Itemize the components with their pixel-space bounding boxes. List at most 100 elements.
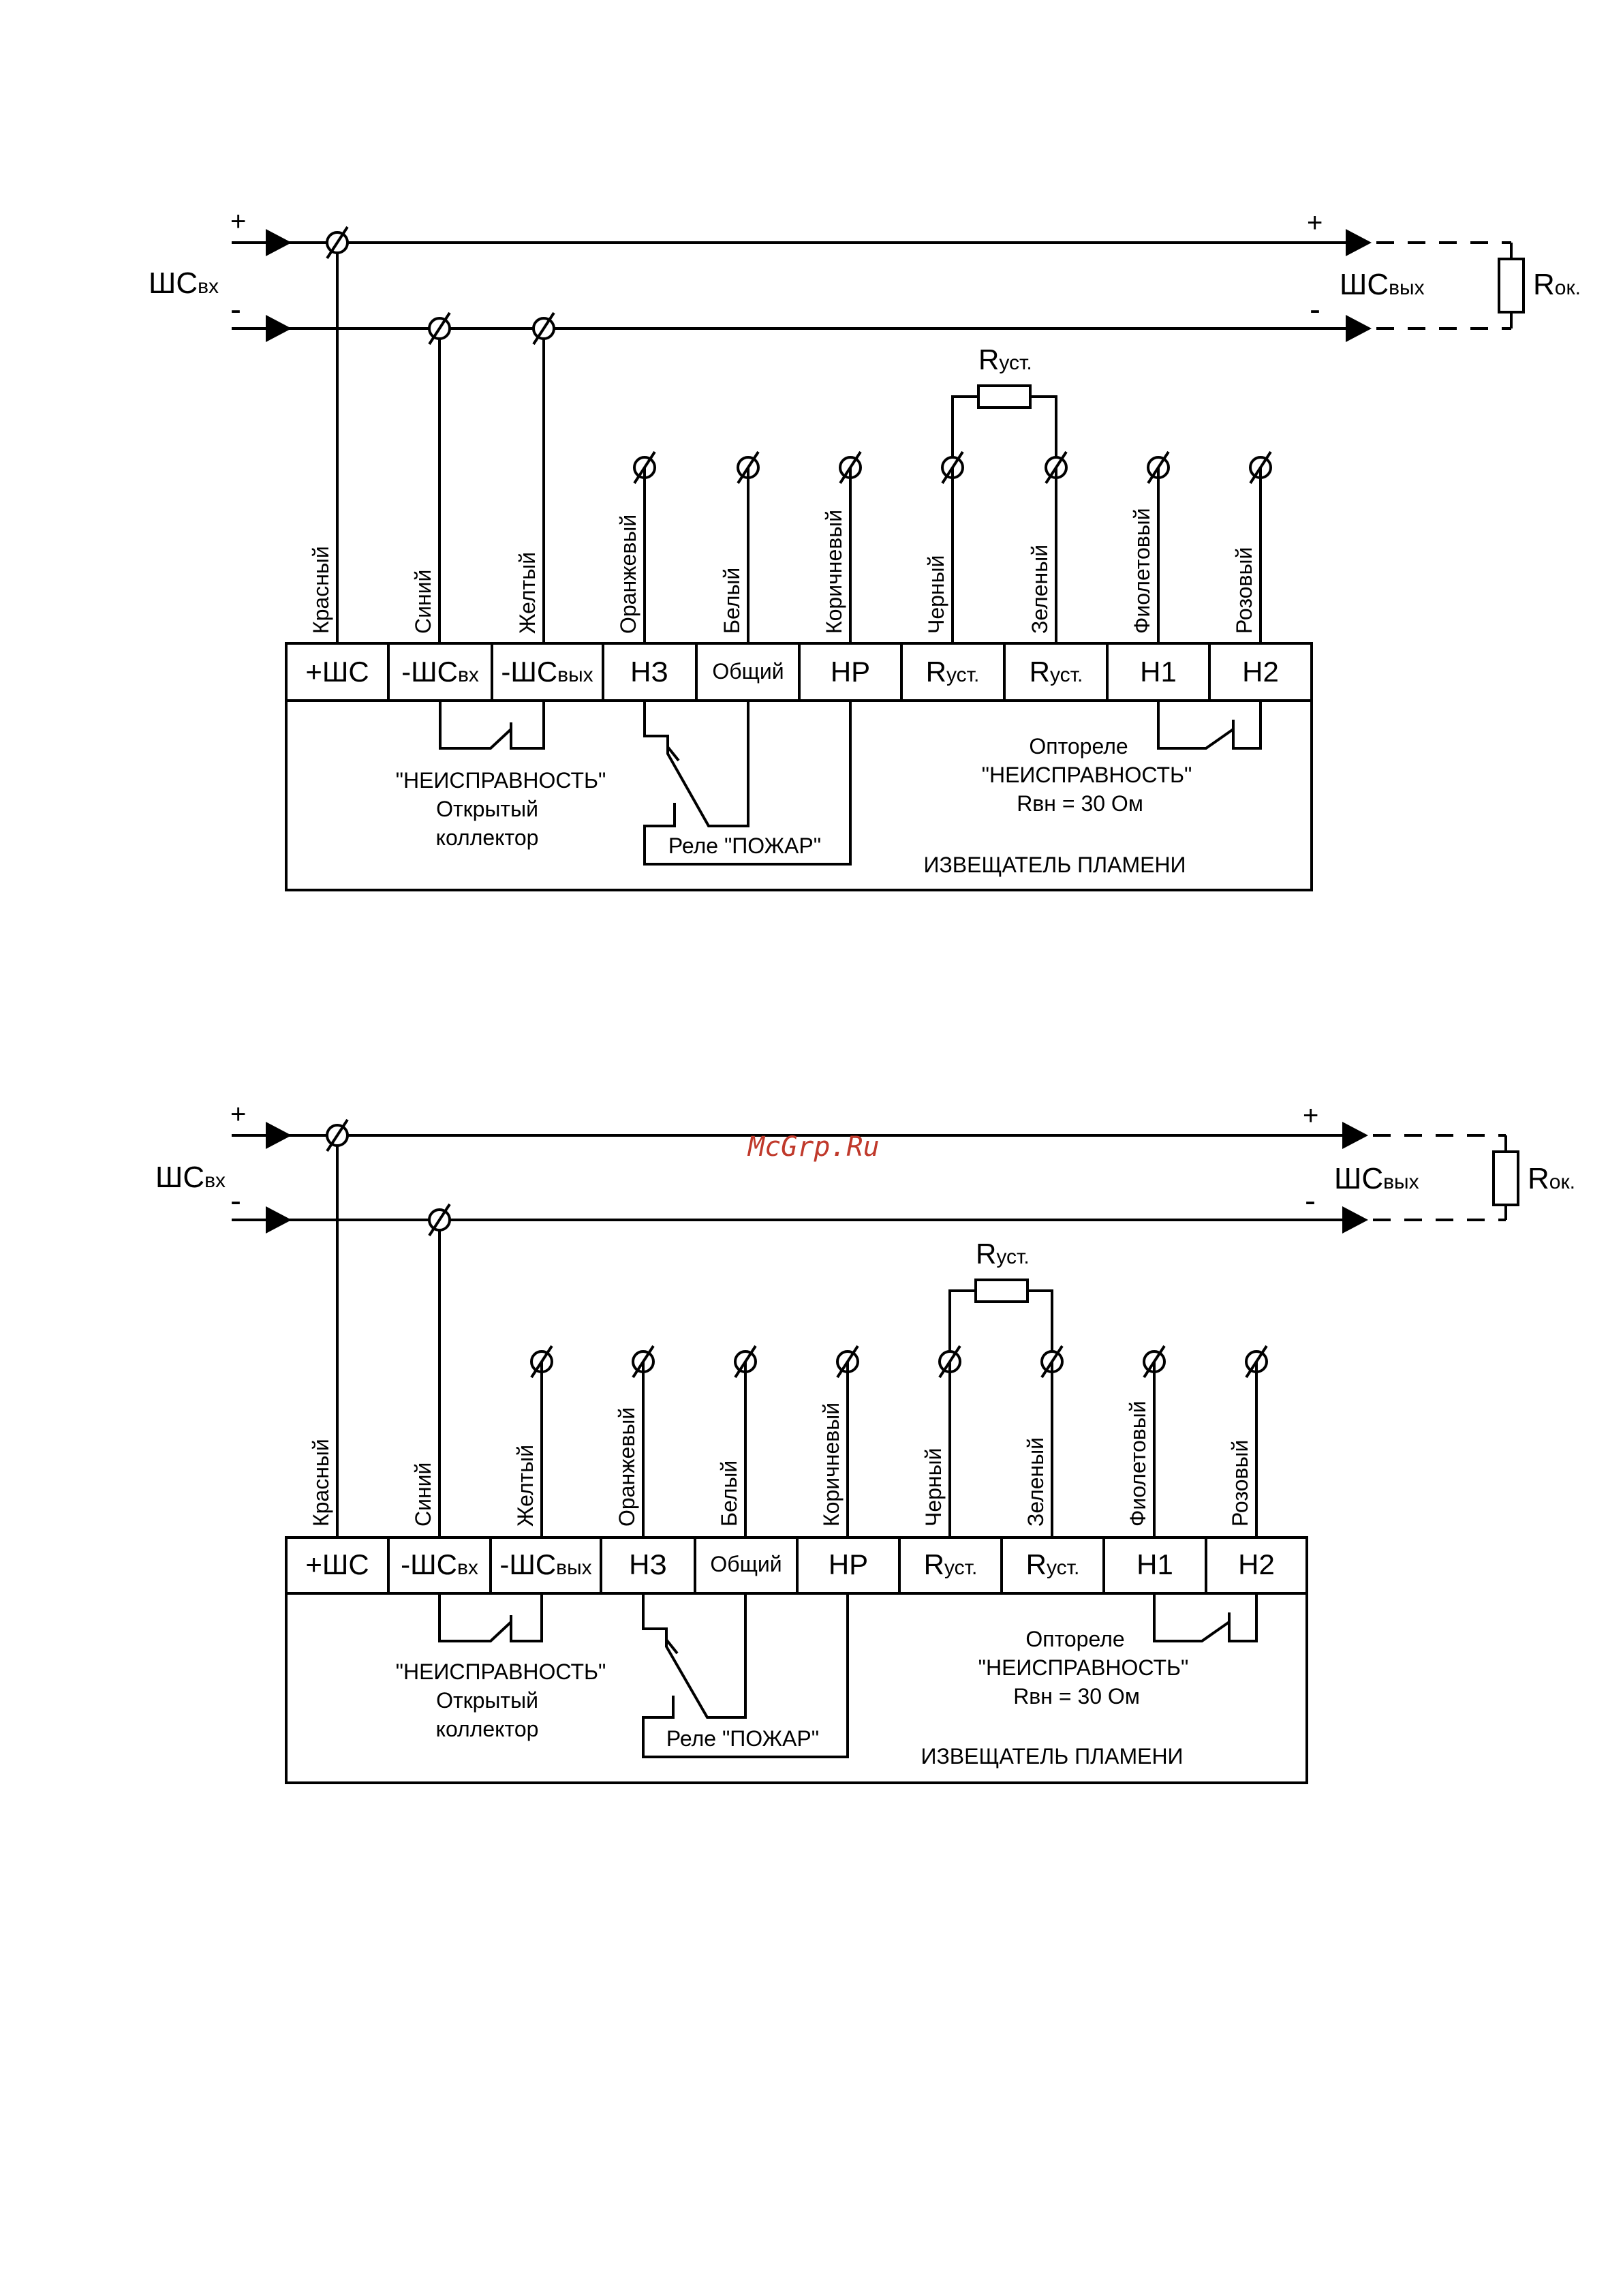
set-resistor: [974, 1279, 1029, 1303]
terminal-icon: [1245, 1345, 1268, 1379]
svg-text:коллектор: коллектор: [436, 1717, 539, 1741]
terminal-icon: [633, 450, 656, 485]
svg-text:Черный: Черный: [924, 555, 948, 634]
svg-text:Синий: Синий: [411, 1463, 435, 1527]
end-resistor-label: Rок.: [1533, 268, 1581, 301]
terminal-icon: [734, 1345, 757, 1379]
svg-text:Зеленый: Зеленый: [1027, 545, 1052, 634]
svg-text:Н2: Н2: [1238, 1548, 1275, 1580]
svg-text:ИЗВЕЩАТЕЛЬ ПЛАМЕНИ: ИЗВЕЩАТЕЛЬ ПЛАМЕНИ: [921, 1744, 1183, 1769]
svg-text:Оптореле: Оптореле: [1025, 1627, 1124, 1651]
terminal-icon: [326, 1118, 349, 1152]
svg-text:Rуст.: Rуст.: [924, 1548, 978, 1580]
svg-text:Оптореле: Оптореле: [1029, 734, 1128, 759]
svg-text:Коричневый: Коричневый: [819, 1403, 844, 1527]
svg-text:Желтый: Желтый: [515, 552, 540, 634]
wire-color-labels: Красный Синий Желтый Оранжевый Белый Кор…: [309, 508, 1256, 634]
svg-text:Н1: Н1: [1137, 1548, 1173, 1580]
diagram-2: + - ШСвх + - ШСвых Rок. McGrp.Ru Rуст.: [155, 1099, 1575, 1784]
svg-text:Красный: Красный: [309, 1439, 333, 1527]
svg-text:+ШС: +ШС: [305, 656, 369, 688]
terminal-icon: [836, 1345, 859, 1379]
svg-text:Розовый: Розовый: [1232, 547, 1256, 634]
wire-color-labels: Красный Синий Желтый Оранжевый Белый Кор…: [309, 1400, 1252, 1527]
svg-text:Красный: Красный: [309, 546, 333, 634]
plus-out: +: [1307, 208, 1323, 238]
plus-in: +: [230, 1099, 246, 1129]
svg-text:Rуст.: Rуст.: [1026, 1548, 1080, 1580]
svg-text:Оранжевый: Оранжевый: [616, 515, 640, 634]
terminal-icon: [1147, 450, 1170, 485]
svg-text:НР: НР: [831, 656, 870, 688]
svg-text:"НЕИСПРАВНОСТЬ": "НЕИСПРАВНОСТЬ": [396, 1659, 606, 1684]
terminal-icon: [632, 1345, 655, 1379]
svg-text:+ШС: +ШС: [305, 1548, 369, 1580]
terminal-icon: [532, 311, 555, 346]
loop-in-label: ШСвх: [155, 1161, 226, 1194]
svg-text:Н1: Н1: [1140, 656, 1177, 688]
svg-text:-ШСвых: -ШСвых: [499, 1548, 591, 1580]
minus-out: -: [1310, 292, 1320, 328]
terminal-icon: [1249, 450, 1272, 485]
svg-text:"НЕИСПРАВНОСТЬ": "НЕИСПРАВНОСТЬ": [396, 768, 606, 793]
terminal-strip: +ШС -ШСвх -ШСвых НЗ Общий НР Rуст. Rуст.…: [305, 1548, 1275, 1580]
watermark: McGrp.Ru: [747, 1131, 880, 1163]
svg-text:Желтый: Желтый: [513, 1445, 538, 1527]
end-resistor: [1498, 258, 1525, 313]
svg-text:"НЕИСПРАВНОСТЬ": "НЕИСПРАВНОСТЬ": [978, 1655, 1189, 1680]
svg-text:Rвн = 30 Ом: Rвн = 30 Ом: [1013, 1684, 1140, 1709]
svg-text:-ШСвх: -ШСвх: [401, 1548, 478, 1580]
svg-text:Фиолетовый: Фиолетовый: [1130, 508, 1154, 634]
svg-text:Розовый: Розовый: [1228, 1440, 1252, 1527]
svg-text:Rвн = 30 Ом: Rвн = 30 Ом: [1017, 791, 1143, 816]
plus-out: +: [1303, 1101, 1318, 1131]
svg-text:НЗ: НЗ: [630, 656, 668, 688]
svg-text:Белый: Белый: [717, 1460, 741, 1527]
minus-in: -: [230, 292, 241, 328]
svg-text:Коричневый: Коричневый: [822, 510, 846, 634]
set-resistor-label: Rуст.: [976, 1238, 1030, 1270]
svg-text:-ШСвх: -ШСвх: [401, 656, 479, 688]
loop-bus: [232, 229, 1525, 342]
svg-text:Реле "ПОЖАР": Реле "ПОЖАР": [666, 1726, 819, 1751]
svg-text:Открытый: Открытый: [436, 1688, 538, 1713]
svg-text:Общий: Общий: [712, 659, 784, 684]
svg-text:-ШСвых: -ШСвых: [501, 656, 593, 688]
svg-text:Фиолетовый: Фиолетовый: [1126, 1400, 1150, 1527]
minus-out: -: [1305, 1183, 1316, 1219]
svg-text:"НЕИСПРАВНОСТЬ": "НЕИСПРАВНОСТЬ": [982, 763, 1192, 787]
loop-out-label: ШСвых: [1340, 268, 1425, 301]
terminal-icon: [326, 226, 349, 260]
loop-in-label: ШСвх: [149, 266, 219, 300]
svg-text:Rуст.: Rуст.: [926, 656, 980, 688]
plus-in: +: [230, 206, 246, 236]
svg-text:Реле "ПОЖАР": Реле "ПОЖАР": [668, 833, 821, 858]
minus-in: -: [230, 1183, 241, 1219]
svg-text:Синий: Синий: [411, 570, 435, 634]
end-resistor-label: Rок.: [1528, 1162, 1575, 1195]
terminal-icon: [737, 450, 760, 485]
svg-text:Открытый: Открытый: [436, 797, 538, 821]
terminal-icon: [839, 450, 862, 485]
loop-bus: [232, 1122, 1519, 1234]
svg-text:ИЗВЕЩАТЕЛЬ ПЛАМЕНИ: ИЗВЕЩАТЕЛЬ ПЛАМЕНИ: [923, 853, 1186, 877]
svg-text:коллектор: коллектор: [436, 825, 539, 850]
terminal-strip: +ШС -ШСвх -ШСвых НЗ Общий НР Rуст. Rуст.…: [305, 656, 1279, 688]
terminal-icon: [428, 1203, 451, 1237]
svg-text:Белый: Белый: [720, 568, 744, 634]
svg-text:Rуст.: Rуст.: [1030, 656, 1083, 688]
svg-text:Оранжевый: Оранжевый: [615, 1407, 639, 1527]
terminal-icon: [530, 1345, 553, 1379]
svg-text:Зеленый: Зеленый: [1023, 1437, 1048, 1527]
set-resistor-label: Rуст.: [978, 343, 1032, 376]
svg-text:НЗ: НЗ: [629, 1548, 667, 1580]
end-resistor: [1492, 1150, 1519, 1206]
svg-text:Черный: Черный: [921, 1448, 946, 1527]
svg-text:НР: НР: [829, 1548, 868, 1580]
svg-text:Общий: Общий: [710, 1552, 782, 1576]
diagram-1: + - ШСвх + - ШСвых Rок. Rуст.: [149, 206, 1581, 891]
detector-notes: "НЕИСПРАВНОСТЬ" Открытый коллектор Реле …: [396, 1627, 1189, 1769]
terminal-icon: [428, 311, 451, 346]
detector-notes: "НЕИСПРАВНОСТЬ" Открытый коллектор Реле …: [396, 734, 1192, 877]
